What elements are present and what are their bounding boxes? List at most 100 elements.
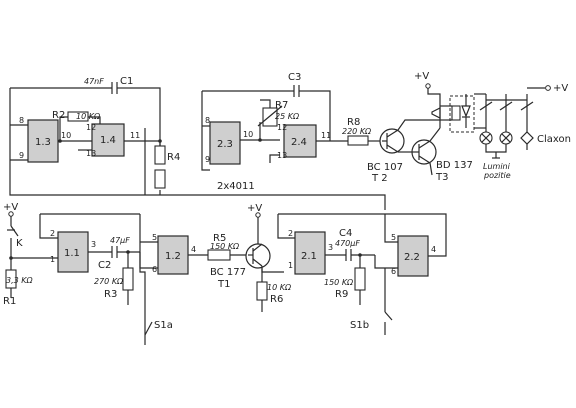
- t2-type: BC 107: [367, 162, 403, 173]
- svg-text:11: 11: [321, 131, 331, 140]
- svg-text:4: 4: [431, 245, 436, 254]
- transistor-t1: +V BC 177 T1 10 KΩ R6: [210, 203, 292, 312]
- output-loads: +V Lumini pozitie Claxon: [479, 83, 571, 180]
- gate-1-4: 1.4 12 13 11: [86, 123, 140, 158]
- horn-symbol: [520, 131, 534, 145]
- svg-text:2: 2: [288, 229, 293, 238]
- gate-1-1-label: 1.1: [64, 248, 80, 259]
- gate-2-1: 2.1 2 1 3: [277, 213, 385, 275]
- gate-2-3-label: 2.3: [217, 139, 233, 150]
- capacitor-c1: 47nF C1: [84, 76, 133, 94]
- c3-ref: C3: [288, 72, 301, 83]
- gate-2-1-label: 2.1: [301, 251, 317, 262]
- supply-label-output: +V: [553, 83, 568, 94]
- r5-value: 150 KΩ: [210, 242, 240, 251]
- svg-text:11: 11: [130, 131, 140, 140]
- svg-text:13: 13: [277, 151, 287, 160]
- svg-text:9: 9: [205, 155, 210, 164]
- svg-text:6: 6: [152, 265, 157, 274]
- c4-ref: C4: [339, 228, 352, 239]
- svg-text:9: 9: [19, 151, 24, 160]
- supply-label-input: +V: [3, 202, 18, 213]
- gate-2-3: 2.3 8 9 10: [205, 116, 253, 165]
- r2-value: 10 KΩ: [76, 112, 101, 121]
- svg-text:12: 12: [86, 123, 96, 132]
- switch-s1a: S1a: [144, 320, 173, 345]
- resistor-r9: 150 KΩ R9: [324, 253, 366, 305]
- k-ref: K: [16, 238, 23, 249]
- c4-value: 470µF: [335, 239, 360, 248]
- svg-text:3: 3: [328, 243, 333, 252]
- svg-text:2: 2: [50, 229, 55, 238]
- r8-value: 220 KΩ: [342, 127, 372, 136]
- svg-text:10: 10: [243, 130, 253, 139]
- svg-text:10: 10: [61, 131, 71, 140]
- resistor-r5: R5 150 KΩ: [207, 233, 248, 261]
- resistor-r3: 270 KΩ R3: [94, 250, 134, 305]
- t2-ref: T 2: [371, 173, 388, 184]
- capacitor-c2: 47µF C2: [88, 236, 140, 271]
- svg-text:5: 5: [391, 233, 396, 242]
- input-section: +V K 3,3 KΩ R1: [3, 202, 140, 307]
- transistor-t2: BC 107 T 2: [367, 119, 440, 184]
- svg-text:1: 1: [50, 255, 55, 264]
- gate-2-4-label: 2.4: [291, 137, 307, 148]
- r9-ref: R9: [335, 289, 348, 300]
- s1b-ref: S1b: [350, 320, 369, 331]
- r6-value: 10 KΩ: [267, 283, 292, 292]
- svg-text:8: 8: [19, 116, 24, 125]
- r5-ref: R5: [213, 233, 226, 244]
- svg-text:5: 5: [152, 233, 157, 242]
- r7-ref: R7: [275, 100, 288, 111]
- r3-ref: R3: [104, 289, 117, 300]
- r3-value: 270 KΩ: [94, 277, 124, 286]
- lamp-label-1: Lumini: [483, 162, 511, 171]
- gate-2-2: 2.2 5 6 4: [374, 213, 447, 312]
- gate-1-2-label: 1.2: [165, 251, 181, 262]
- oscillator-top-middle: [201, 90, 348, 171]
- r1-value: 3,3 KΩ: [6, 276, 34, 285]
- gate-1-2: 1.2 5 6 4: [139, 214, 208, 335]
- svg-text:6: 6: [391, 267, 396, 276]
- svg-text:4: 4: [191, 245, 196, 254]
- c1-ref: C1: [120, 76, 133, 87]
- gate-2-2-label: 2.2: [404, 252, 420, 263]
- t1-ref: T1: [217, 279, 230, 290]
- supply-label-t1: +V: [247, 203, 262, 214]
- gate-1-3-label: 1.3: [35, 137, 51, 148]
- r4-ref: R4: [167, 152, 180, 163]
- svg-text:1: 1: [288, 261, 293, 270]
- supply-label-relay: +V: [414, 71, 429, 82]
- c1-value: 47nF: [84, 77, 104, 86]
- oscillator-top-left: [9, 87, 386, 210]
- t1-type: BC 177: [210, 267, 246, 278]
- r1-ref: R1: [3, 296, 16, 307]
- gate-1-4-label: 1.4: [100, 135, 116, 146]
- c2-value: 47µF: [110, 236, 130, 245]
- c2-ref: C2: [98, 260, 111, 271]
- capacitor-c3: C3: [288, 72, 310, 97]
- s1a-ref: S1a: [154, 320, 173, 331]
- capacitor-c4: C4 470µF: [325, 228, 375, 261]
- transistor-t3: BD 137 T3: [411, 127, 473, 183]
- svg-text:12: 12: [277, 123, 287, 132]
- gate-1-1: 1.1 2 1 3: [50, 229, 96, 273]
- switch-s1b: S1b: [350, 311, 393, 335]
- r7-value: 25 KΩ: [275, 112, 300, 121]
- lamp-label-2: pozitie: [483, 171, 511, 180]
- gate-2-4: 2.4 12 13 11: [277, 123, 331, 160]
- svg-text:8: 8: [205, 116, 210, 125]
- resistor-r2: R2 10 KΩ: [52, 110, 101, 122]
- resistor-r8: R8 220 KΩ: [342, 117, 382, 146]
- horn-label: Claxon: [537, 134, 571, 145]
- gate-1-3: 1.3 8 9 10: [19, 116, 71, 163]
- relay-section: +V: [414, 71, 486, 133]
- t3-ref: T3: [435, 172, 448, 183]
- r8-ref: R8: [347, 117, 360, 128]
- svg-text:13: 13: [86, 149, 96, 158]
- svg-text:3: 3: [91, 240, 96, 249]
- t3-type: BD 137: [436, 160, 473, 171]
- resistor-r7: R7 25 KΩ: [257, 100, 300, 127]
- r2-ref: R2: [52, 110, 65, 121]
